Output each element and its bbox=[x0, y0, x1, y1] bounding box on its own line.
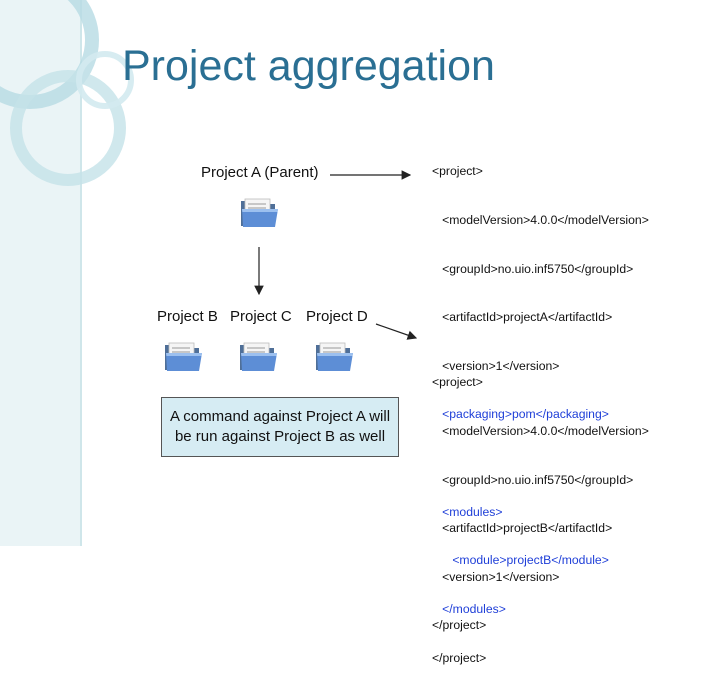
diagram-arrows bbox=[254, 170, 418, 340]
code-line: <groupId>no.uio.inf5750</groupId> bbox=[432, 472, 634, 487]
folder-icon bbox=[316, 342, 353, 371]
code-line-highlighted: <packaging>pom</packaging> bbox=[432, 407, 609, 422]
slide-sidebar-rule bbox=[80, 0, 82, 546]
note-line: A command against Project A will bbox=[169, 408, 391, 425]
code-line: <modelVersion>4.0.0</modelVersion> bbox=[432, 213, 649, 228]
code-line: <version>1</version> bbox=[432, 569, 560, 584]
code-line: <artifactId>projectB</artifactId> bbox=[432, 521, 613, 536]
code-line: <project> bbox=[432, 164, 483, 179]
code-line: </project> bbox=[432, 618, 487, 633]
note-box: A command against Project A will be run … bbox=[161, 397, 399, 457]
code-line: </project> bbox=[432, 650, 487, 665]
code-line: <groupId>no.uio.inf5750</groupId> bbox=[432, 261, 634, 276]
code-line: <artifactId>projectA</artifactId> bbox=[432, 310, 613, 325]
code-line: <version>1</version> bbox=[432, 358, 560, 373]
code-line-highlighted: <modules> bbox=[432, 504, 503, 519]
slide-title: Project aggregation bbox=[122, 42, 495, 90]
code-line: <modelVersion>4.0.0</modelVersion> bbox=[432, 424, 649, 439]
code-line: <project> bbox=[432, 375, 483, 390]
folder-icon bbox=[165, 342, 202, 371]
child-project-label: Project C bbox=[230, 308, 292, 325]
arrow-to-child-pom bbox=[375, 323, 418, 340]
child-project-label: Project D bbox=[306, 308, 368, 325]
folder-icon bbox=[240, 342, 277, 371]
folder-icon bbox=[241, 198, 278, 227]
parent-project-label: Project A (Parent) bbox=[201, 164, 319, 181]
decorative-rings bbox=[0, 0, 134, 186]
child-project-label: Project B bbox=[157, 308, 218, 325]
note-line: be run against Project B as well bbox=[174, 428, 386, 445]
child-pom-code: <project> <modelVersion>4.0.0</modelVers… bbox=[432, 342, 649, 650]
